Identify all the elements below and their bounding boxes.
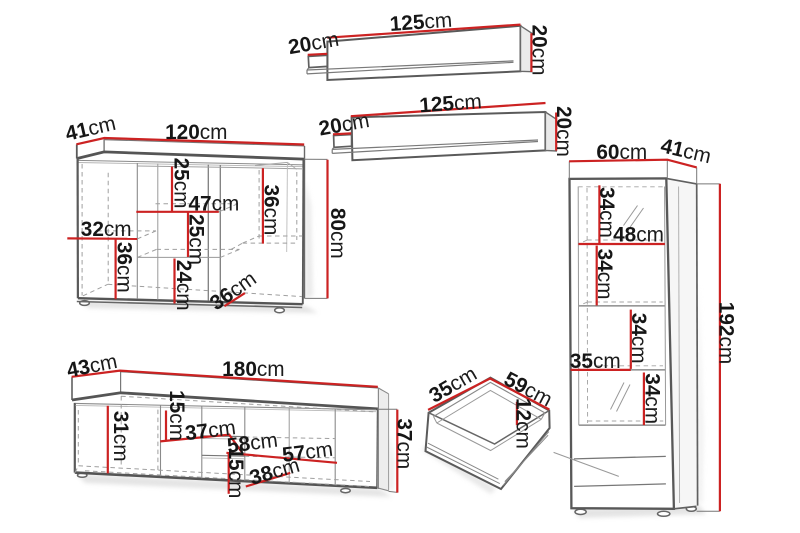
svg-text:125cm: 125cm bbox=[389, 8, 453, 35]
svg-text:15cm: 15cm bbox=[166, 390, 189, 441]
svg-text:57cm: 57cm bbox=[281, 437, 334, 466]
svg-text:180cm: 180cm bbox=[222, 358, 284, 381]
svg-text:192cm: 192cm bbox=[715, 302, 738, 364]
svg-text:120cm: 120cm bbox=[165, 120, 227, 143]
svg-text:25cm: 25cm bbox=[185, 214, 208, 265]
svg-text:38cm: 38cm bbox=[247, 453, 302, 489]
svg-text:80cm: 80cm bbox=[326, 208, 349, 259]
svg-text:47cm: 47cm bbox=[188, 192, 239, 215]
svg-text:37cm: 37cm bbox=[184, 416, 237, 445]
svg-text:20cm: 20cm bbox=[286, 27, 340, 58]
svg-text:35cm: 35cm bbox=[570, 349, 621, 372]
svg-text:60cm: 60cm bbox=[596, 140, 647, 163]
svg-text:37cm: 37cm bbox=[393, 418, 416, 469]
svg-text:34cm: 34cm bbox=[628, 313, 651, 364]
svg-text:34cm: 34cm bbox=[596, 187, 619, 238]
svg-text:20cm: 20cm bbox=[317, 109, 371, 140]
svg-text:32cm: 32cm bbox=[81, 217, 132, 240]
svg-text:24cm: 24cm bbox=[173, 260, 196, 311]
svg-text:31cm: 31cm bbox=[109, 411, 132, 462]
svg-text:12cm: 12cm bbox=[512, 398, 535, 449]
svg-text:34cm: 34cm bbox=[641, 373, 664, 424]
svg-text:36cm: 36cm bbox=[113, 242, 136, 293]
svg-text:125cm: 125cm bbox=[419, 90, 483, 117]
svg-text:25cm: 25cm bbox=[170, 158, 193, 209]
svg-text:34cm: 34cm bbox=[594, 249, 617, 300]
svg-text:58cm: 58cm bbox=[226, 428, 279, 457]
svg-text:41cm: 41cm bbox=[659, 134, 714, 168]
svg-text:43cm: 43cm bbox=[65, 349, 119, 381]
svg-text:20cm: 20cm bbox=[552, 106, 575, 157]
svg-text:36cm: 36cm bbox=[260, 184, 283, 235]
svg-text:20cm: 20cm bbox=[528, 25, 551, 76]
svg-text:48cm: 48cm bbox=[613, 223, 664, 246]
svg-text:15cm: 15cm bbox=[225, 447, 248, 498]
